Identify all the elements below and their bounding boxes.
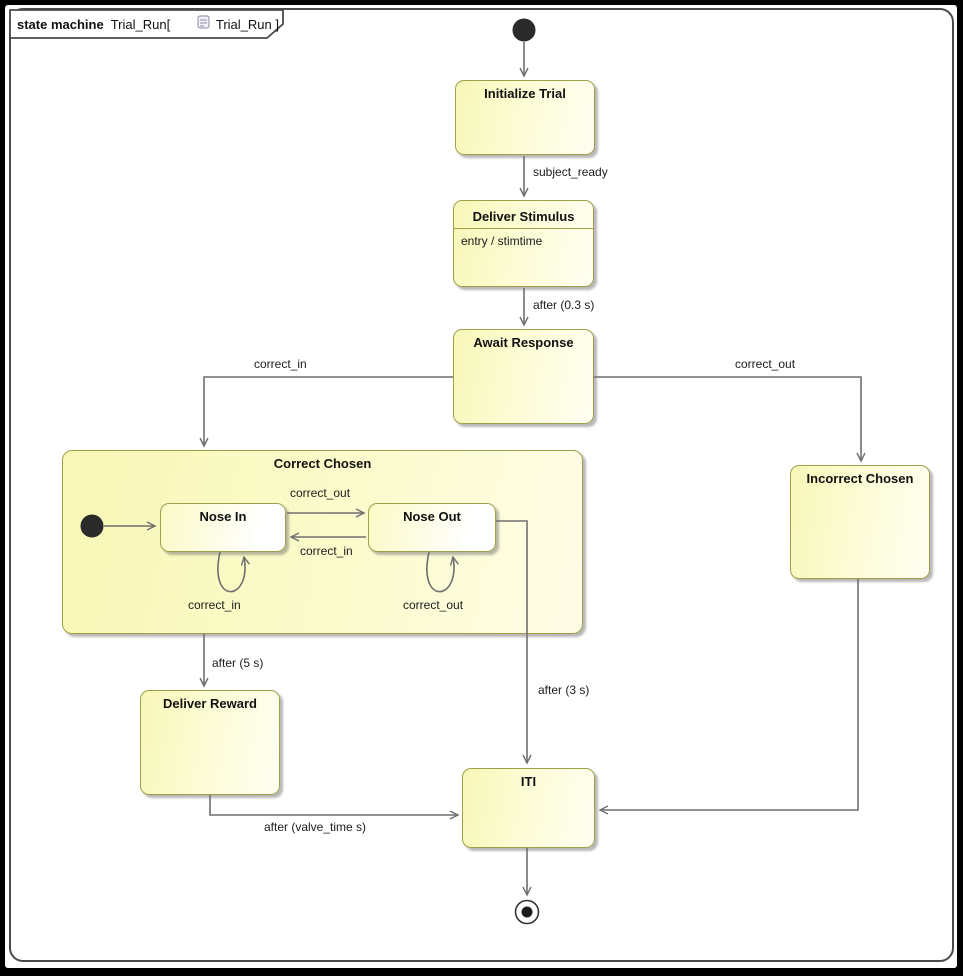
transition-label-nose-out-to-in: correct_in [300, 544, 353, 558]
state-nose-in[interactable]: Nose In [160, 503, 286, 552]
state-title: Correct Chosen [273, 456, 372, 471]
state-title: Await Response [473, 335, 574, 350]
state-initialize-trial[interactable]: Initialize Trial [455, 80, 595, 155]
transition-label-nose-in-self: correct_in [188, 598, 241, 612]
state-title: Initialize Trial [484, 86, 566, 101]
transition-label-nose-in-to-out: correct_out [290, 486, 351, 500]
transition-correct-out-to-incorrect-chosen [594, 376, 861, 461]
final-state[interactable] [514, 899, 540, 925]
transition-label-after-3s: after (3 s) [538, 683, 590, 697]
state-correct-chosen[interactable]: Correct Chosen [62, 450, 583, 634]
state-deliver-stimulus[interactable]: Deliver Stimulus entry / stimtime [453, 200, 594, 287]
state-await-response[interactable]: Await Response [453, 329, 594, 424]
transition-label-after-stim: after (0.3 s) [533, 298, 595, 312]
transition-label-correct-in: correct_in [254, 357, 307, 371]
frame-heading: state machine Trial_Run[ Trial_Run ] [17, 14, 279, 34]
state-nose-out[interactable]: Nose Out [368, 503, 496, 552]
transition-label-nose-out-self: correct_out [403, 598, 464, 612]
frame-kind-label: state machine [17, 16, 104, 32]
state-title: Nose In [199, 509, 247, 524]
state-iti[interactable]: ITI [462, 768, 595, 848]
transition-label-correct-out: correct_out [735, 357, 796, 371]
state-deliver-reward[interactable]: Deliver Reward [140, 690, 280, 795]
transition-incorrect-to-iti [600, 579, 859, 810]
state-title: Incorrect Chosen [806, 471, 914, 486]
transition-label-subject-ready: subject_ready [533, 165, 608, 179]
state-title: Deliver Reward [163, 696, 257, 711]
transition-label-after-valve: after (valve_time s) [264, 820, 367, 834]
transition-label-after-5s: after (5 s) [212, 656, 264, 670]
frame-diagram-name: Trial_Run[ [110, 16, 171, 32]
state-title: Deliver Stimulus [454, 206, 593, 229]
state-entry-activity: entry / stimtime [461, 234, 543, 248]
state-title: ITI [520, 774, 537, 789]
state-machine-diagram-icon [175, 0, 211, 48]
initial-pseudostate[interactable] [512, 18, 536, 42]
transition-correct-in-to-correct-chosen [204, 376, 453, 446]
state-incorrect-chosen[interactable]: Incorrect Chosen [790, 465, 930, 579]
state-title: Nose Out [403, 509, 461, 524]
transition-after-valve-time [209, 795, 458, 815]
frame-diagram-name-ref: Trial_Run ] [215, 16, 279, 32]
